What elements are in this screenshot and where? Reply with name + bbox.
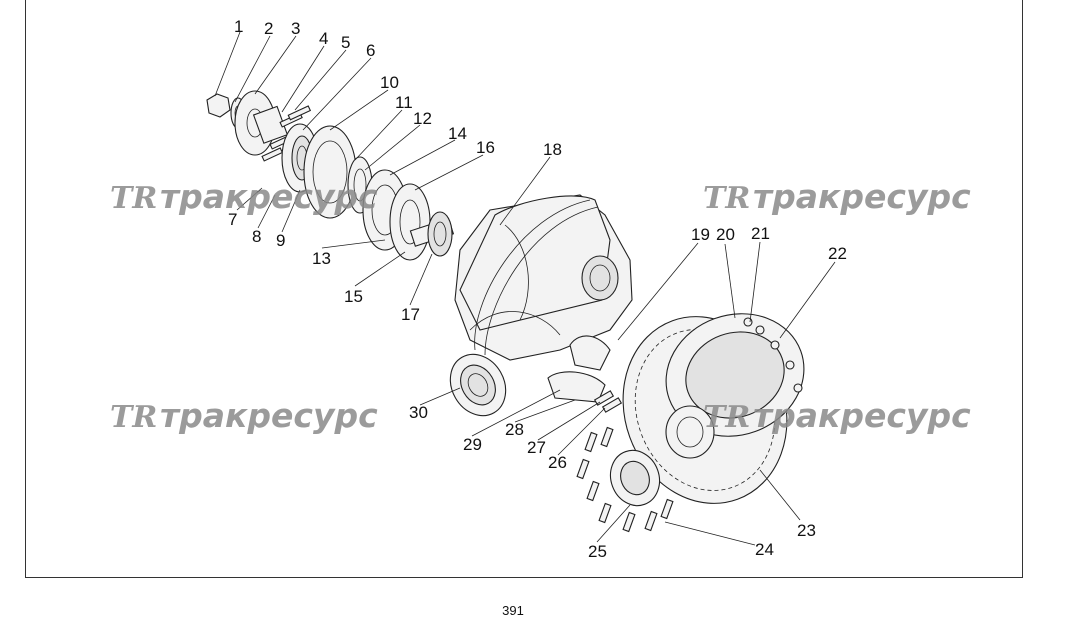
callout-30: 30 — [409, 403, 428, 422]
callout-25: 25 — [588, 542, 607, 561]
callout-29: 29 — [463, 435, 482, 454]
page-number: 391 — [502, 603, 524, 618]
callout-11: 11 — [395, 93, 413, 112]
svg-text:тракресурс: тракресурс — [160, 177, 378, 216]
callout-14: 14 — [448, 124, 467, 143]
bolts — [261, 105, 312, 162]
callout-6: 6 — [366, 41, 375, 60]
svg-text:TR: TR — [703, 400, 750, 435]
callout-24: 24 — [755, 540, 774, 559]
callout-27: 27 — [527, 438, 546, 457]
carrier-housing — [454, 194, 633, 361]
lower-bearing-and-bolts — [576, 426, 674, 533]
drawing-frame — [25, 0, 1023, 578]
callout-13: 13 — [312, 249, 331, 268]
pinion-assembly — [206, 90, 455, 261]
callout-15: 15 — [344, 287, 363, 306]
watermark-top-left: TR тракресурс — [110, 177, 378, 216]
svg-text:TR: TR — [703, 181, 750, 216]
callout-numbers: 1 2 3 4 5 6 7 8 9 10 11 12 13 14 15 16 1… — [228, 17, 847, 561]
callout-12: 12 — [413, 109, 432, 128]
callout-23: 23 — [797, 521, 816, 540]
watermark-bottom-left: TR тракресурс — [110, 396, 378, 435]
callout-18: 18 — [543, 140, 562, 159]
callout-5: 5 — [341, 33, 350, 52]
svg-text:тракресурс: тракресурс — [160, 396, 378, 435]
bearing-caps — [547, 335, 623, 413]
callout-21: 21 — [751, 224, 770, 243]
callout-16: 16 — [476, 138, 495, 157]
gasket — [389, 183, 431, 261]
nut — [206, 93, 231, 118]
watermark-bottom-right: TR тракресурс — [703, 396, 971, 435]
svg-text:TR: TR — [110, 181, 157, 216]
callout-7: 7 — [228, 210, 237, 229]
svg-text:тракресурс: тракресурс — [753, 396, 971, 435]
callout-9: 9 — [276, 231, 285, 250]
callout-3: 3 — [291, 19, 300, 38]
callout-4: 4 — [319, 29, 328, 48]
callout-28: 28 — [505, 420, 524, 439]
callout-1: 1 — [234, 17, 243, 36]
ring-gear-assembly — [622, 313, 805, 504]
callout-26: 26 — [548, 453, 567, 472]
callout-20: 20 — [716, 225, 735, 244]
callout-8: 8 — [252, 227, 261, 246]
watermark-top-right: TR тракресурс — [703, 177, 971, 216]
pinion-shaft — [409, 211, 455, 257]
callout-17: 17 — [401, 305, 420, 324]
callout-2: 2 — [264, 19, 273, 38]
callout-10: 10 — [380, 73, 399, 92]
side-bearing — [449, 353, 507, 417]
callout-22: 22 — [828, 244, 847, 263]
svg-text:TR: TR — [110, 400, 157, 435]
leader-lines — [214, 31, 836, 546]
svg-text:тракресурс: тракресурс — [753, 177, 971, 216]
callout-19: 19 — [691, 225, 710, 244]
